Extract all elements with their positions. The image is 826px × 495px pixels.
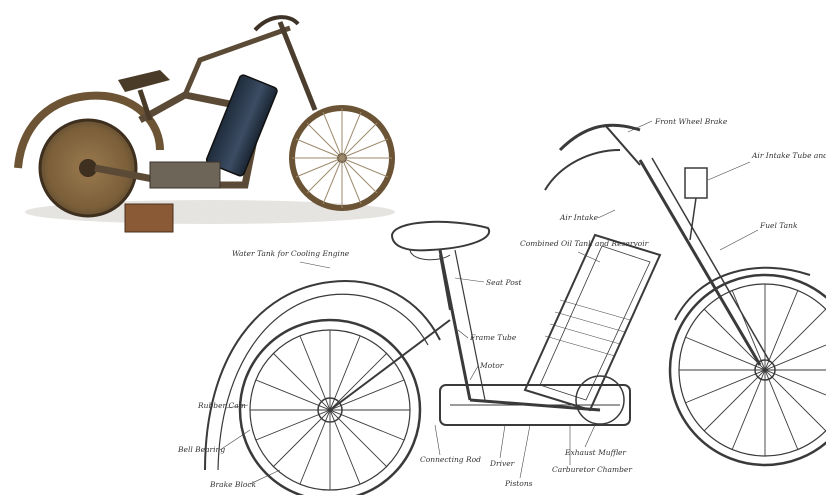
label-carburetor: Carburetor Chamber bbox=[552, 465, 632, 474]
label-connecting-rod: Connecting Rod bbox=[420, 455, 481, 464]
label-driver: Driver bbox=[489, 459, 515, 468]
vintage-motorcycle-photo bbox=[14, 15, 395, 233]
drawing-saddle bbox=[390, 220, 491, 252]
drawing-engine bbox=[439, 384, 631, 426]
patent-line-drawing bbox=[204, 123, 826, 495]
label-exhaust-muffler: Exhaust Muffler bbox=[564, 448, 626, 457]
label-brake-block: Brake Block bbox=[209, 480, 257, 489]
label-motor: Motor bbox=[479, 361, 504, 370]
label-seat-post: Seat Post bbox=[486, 278, 523, 287]
label-air-intake-ignition: Air Intake Tube and Ignition Flame bbox=[751, 151, 826, 160]
label-fuel-tank: Fuel Tank bbox=[759, 221, 798, 230]
label-front-wheel-brake: Front Wheel Brake bbox=[654, 117, 728, 126]
photo-front-wheel bbox=[289, 105, 395, 211]
label-frame-tube: Frame Tube bbox=[469, 333, 517, 342]
label-water-tank: Water Tank for Cooling Engine bbox=[232, 249, 350, 258]
drawing-rear-wheel bbox=[238, 318, 422, 495]
label-rubber-cam: Rubber Cam bbox=[197, 401, 246, 410]
label-pistons: Pistons bbox=[504, 479, 533, 488]
diagram-labels: Front Wheel Brake Air Intake Tube and Ig… bbox=[177, 117, 826, 489]
photo-fuel-tank bbox=[205, 74, 278, 177]
label-combined-oil-reservoir: Combined Oil Tank and Reservoir bbox=[520, 239, 649, 248]
label-bell-bearing: Bell Bearing bbox=[177, 445, 225, 454]
drawing-front-wheel bbox=[668, 273, 826, 467]
drawing-fuel-tank bbox=[523, 233, 662, 412]
label-air-intake: Air Intake bbox=[559, 213, 599, 222]
